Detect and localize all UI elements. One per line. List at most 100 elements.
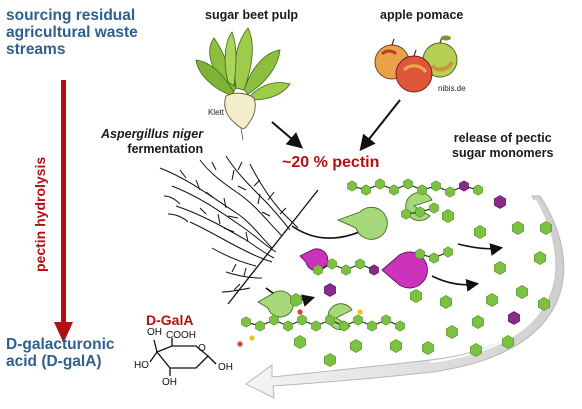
- pectin-chain-backbone: [245, 319, 401, 327]
- apple-illustration: [374, 35, 458, 93]
- free-monomer: [494, 195, 506, 209]
- free-monomer: [502, 335, 514, 349]
- pectin-fraction: ~20 % pectin: [282, 154, 380, 171]
- free-monomer: [516, 285, 528, 299]
- hydrolysis-arrow: [54, 80, 73, 343]
- substituent-marker: [297, 309, 303, 315]
- fungal-hyphae: [159, 155, 299, 293]
- release-line-1: release of pectic: [453, 131, 552, 145]
- chain-monomer: [341, 264, 351, 276]
- free-monomer: [472, 315, 484, 329]
- free-monomer: [410, 289, 422, 303]
- chain-monomer: [353, 314, 363, 326]
- organism-name: Aspergillus niger: [101, 127, 204, 141]
- chain-monomer: [395, 320, 405, 332]
- chain-monomer: [443, 246, 453, 258]
- enzyme-purple-1: [299, 248, 329, 272]
- release-line-2: sugar monomers: [452, 146, 554, 160]
- chain-monomer: [369, 264, 379, 276]
- chain-monomer: [355, 258, 365, 270]
- free-monomer: [290, 293, 302, 307]
- header-line-1: sourcing residual: [6, 7, 136, 24]
- free-monomer: [538, 297, 550, 311]
- free-monomer: [390, 339, 402, 353]
- release-block: release of pectic sugar monomers: [452, 131, 553, 161]
- chain-monomer: [401, 208, 411, 220]
- chain-monomer: [313, 264, 323, 276]
- free-monomer: [486, 293, 498, 307]
- substituent-marker: [357, 309, 363, 315]
- chain-monomer: [459, 180, 469, 192]
- organism-block: Aspergillus niger fermentation: [101, 127, 203, 157]
- chain-monomer: [381, 314, 391, 326]
- product-line-1: D-galacturonic: [6, 336, 115, 353]
- arrow-release-2: [431, 275, 480, 292]
- arrow-release-1: [457, 243, 504, 256]
- free-monomer: [508, 311, 520, 325]
- enzyme-green-2: [257, 290, 294, 318]
- pectinase-enzymes: [257, 192, 433, 331]
- chain-monomer: [269, 314, 279, 326]
- fermentation-label: fermentation: [127, 142, 204, 156]
- chain-monomer: [255, 320, 265, 332]
- atom-cooh: COOH: [166, 330, 196, 341]
- arrow-apple-to-pectin: [359, 99, 401, 152]
- atom-ho-left: HO: [134, 360, 149, 371]
- product-label: D-galacturonic acid (D-galA): [6, 336, 115, 370]
- galacturonic-acid-structure: [149, 338, 217, 376]
- chain-monomer: [367, 320, 377, 332]
- beet-credit: Klett: [208, 108, 225, 117]
- galA-label: D-GalA: [146, 312, 194, 328]
- chain-monomer: [445, 186, 455, 198]
- chain-monomer: [389, 184, 399, 196]
- free-monomer: [540, 221, 552, 235]
- free-monomer: [470, 343, 482, 357]
- enzyme-purple-2: [381, 251, 428, 289]
- chain-monomer: [415, 206, 425, 218]
- apple-credit: nibis.de: [438, 84, 466, 93]
- chain-monomer: [283, 320, 293, 332]
- free-monomer: [440, 295, 452, 309]
- free-monomer: [446, 325, 458, 339]
- chain-monomer: [339, 320, 349, 332]
- header-line-2: agricultural waste: [6, 24, 138, 41]
- chain-monomer: [311, 320, 321, 332]
- chain-monomer: [325, 314, 335, 326]
- cell-boundary-line: [227, 189, 319, 305]
- sugar-beet-illustration: [195, 27, 291, 141]
- chain-monomer: [361, 184, 371, 196]
- chain-monomer: [415, 248, 425, 260]
- chain-monomer: [297, 314, 307, 326]
- atom-oh-top: OH: [147, 327, 162, 338]
- hydrolysis-label: pectin hydrolysis: [32, 156, 48, 272]
- pectin-chains: [237, 178, 483, 347]
- arrow-beet-to-pectin: [271, 121, 304, 149]
- chain-monomer: [241, 316, 251, 328]
- substituent-marker: [237, 341, 243, 347]
- enzyme-green-1: [336, 206, 388, 240]
- atom-oh-right: OH: [218, 362, 233, 373]
- chain-monomer: [375, 178, 385, 190]
- chain-monomer: [347, 180, 357, 192]
- header-line-3: streams: [6, 41, 66, 58]
- free-monomer: [350, 339, 362, 353]
- substituent-marker: [249, 335, 255, 341]
- free-monomers: [290, 195, 552, 367]
- free-monomer: [324, 353, 336, 367]
- chain-monomer: [429, 252, 439, 264]
- free-monomer: [294, 335, 306, 349]
- chain-monomer: [327, 258, 337, 270]
- beet-label: sugar beet pulp: [205, 8, 299, 22]
- chain-monomer: [473, 184, 483, 196]
- free-monomer: [512, 221, 524, 235]
- free-monomer: [422, 341, 434, 355]
- free-monomer: [494, 261, 506, 275]
- product-line-2: acid (D-galA): [6, 353, 102, 370]
- header-sourcing: sourcing residual agricultural waste str…: [6, 7, 138, 58]
- chain-monomer: [417, 184, 427, 196]
- free-monomer: [442, 209, 454, 223]
- atom-o-ring: O: [198, 343, 206, 354]
- free-monomer: [474, 225, 486, 239]
